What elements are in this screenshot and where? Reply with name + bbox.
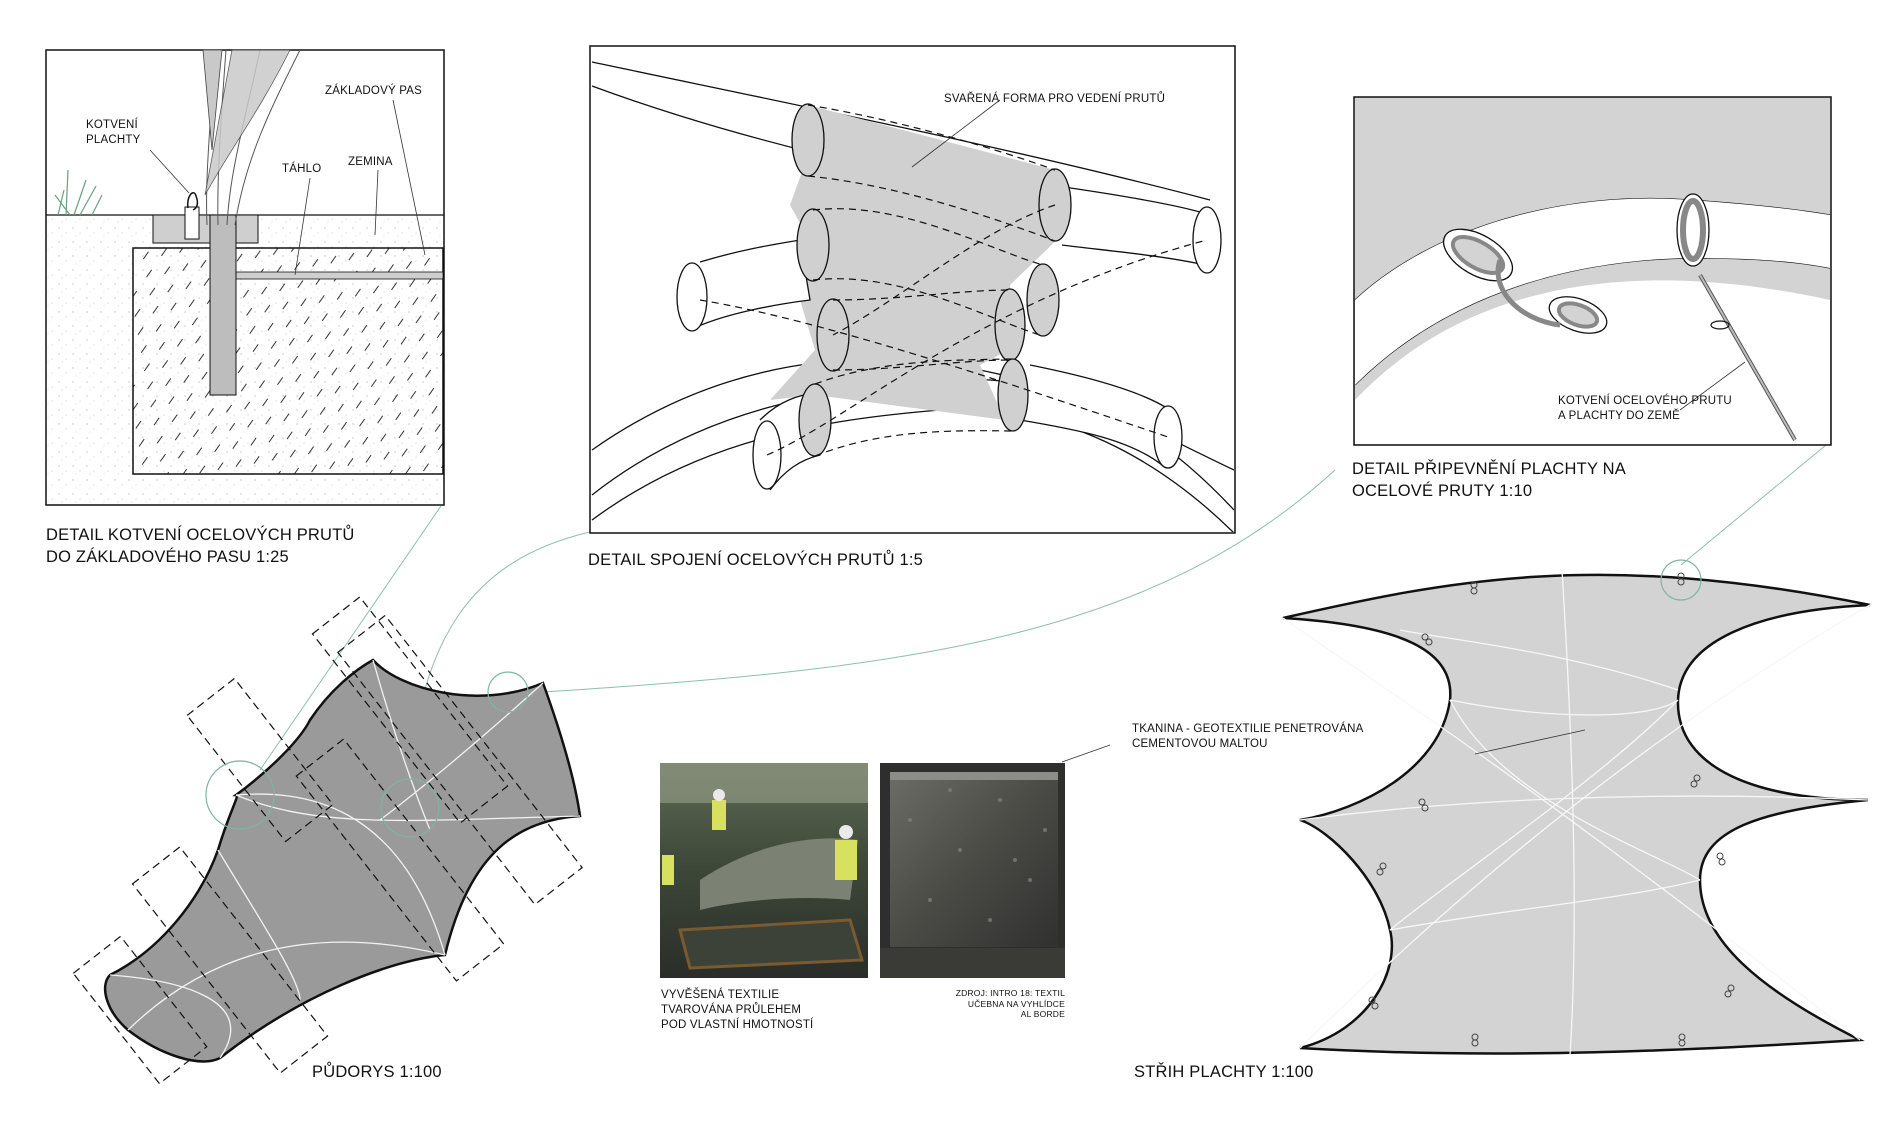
label-kotveni-line1: KOTVENÍ xyxy=(86,119,138,131)
detail-joint-drawing xyxy=(589,45,1236,534)
title-detail-joint: DETAIL SPOJENÍ OCELOVÝCH PRUTŮ 1:5 xyxy=(588,551,924,569)
plan-drawing xyxy=(72,596,583,1085)
title-detail-anchoring-line2: DO ZÁKLADOVÉHO PASU 1:25 xyxy=(46,548,289,566)
label-kotveni-prutu-line2: A PLACHTY DO ZEMĚ xyxy=(1558,410,1681,422)
label-fabric: TKANINA - GEOTEXTILIE PENETROVÁNA CEMENT… xyxy=(1132,722,1364,752)
pattern-drawing xyxy=(1282,559,1871,1056)
photo-source-line1: ZDROJ: INTRO 18: TEXTIL xyxy=(955,988,1065,998)
photo-caption: VYVĚŠENÁ TEXTILIE TVAROVÁNA PRŮLEHEM POD… xyxy=(661,988,813,1033)
photo-source: ZDROJ: INTRO 18: TEXTIL UČEBNA NA VYHLÍD… xyxy=(940,988,1065,1020)
title-detail-anchoring: DETAIL KOTVENÍ OCELOVÝCH PRUTŮ DO ZÁKLAD… xyxy=(46,524,355,568)
title-pattern: STŘIH PLACHTY 1:100 xyxy=(1134,1063,1314,1081)
photo-caption-line1: VYVĚŠENÁ TEXTILIE xyxy=(661,989,780,1001)
photo-textile-sample xyxy=(880,744,1111,978)
label-fabric-line2: CEMENTOVOU MALTOU xyxy=(1132,738,1268,750)
label-tahlo: TÁHLO xyxy=(282,163,322,175)
label-kotveni-line2: PLACHTY xyxy=(86,134,141,146)
label-kotveni-prutu-line1: KOTVENÍ OCELOVÉHO PRUTU xyxy=(1558,395,1732,407)
photo-hanging-textile xyxy=(660,763,868,978)
label-fabric-line1: TKANINA - GEOTEXTILIE PENETROVÁNA xyxy=(1132,723,1364,735)
title-detail-attachment: DETAIL PŘIPEVNĚNÍ PLACHTY NA OCELOVÉ PRU… xyxy=(1352,458,1626,502)
photo-caption-line2: TVAROVÁNA PRŮLEHEM xyxy=(661,1004,802,1016)
detail-anchoring-drawing xyxy=(45,49,445,506)
photo-source-line2: UČEBNA NA VYHLÍDCE xyxy=(967,998,1065,1009)
detail-attachment-drawing xyxy=(1353,96,1832,446)
title-detail-attachment-line1: DETAIL PŘIPEVNĚNÍ PLACHTY NA xyxy=(1352,460,1626,478)
label-kotveni-prutu: KOTVENÍ OCELOVÉHO PRUTU A PLACHTY DO ZEM… xyxy=(1558,394,1732,424)
label-zemina: ZEMINA xyxy=(348,156,393,168)
label-svarena-forma: SVAŘENÁ FORMA PRO VEDENÍ PRUTŮ xyxy=(944,93,1166,105)
label-zakladovy-pas: ZÁKLADOVÝ PAS xyxy=(325,85,422,97)
photo-caption-line3: POD VLASTNÍ HMOTNOSTÍ xyxy=(661,1019,814,1031)
label-kotveni-plachty: KOTVENÍ PLACHTY xyxy=(86,118,140,148)
title-detail-anchoring-line1: DETAIL KOTVENÍ OCELOVÝCH PRUTŮ xyxy=(46,526,355,544)
title-detail-attachment-line2: OCELOVÉ PRUTY 1:10 xyxy=(1352,482,1533,500)
title-plan: PŮDORYS 1:100 xyxy=(312,1063,442,1081)
photo-source-line3: AL BORDE xyxy=(1020,1009,1065,1019)
